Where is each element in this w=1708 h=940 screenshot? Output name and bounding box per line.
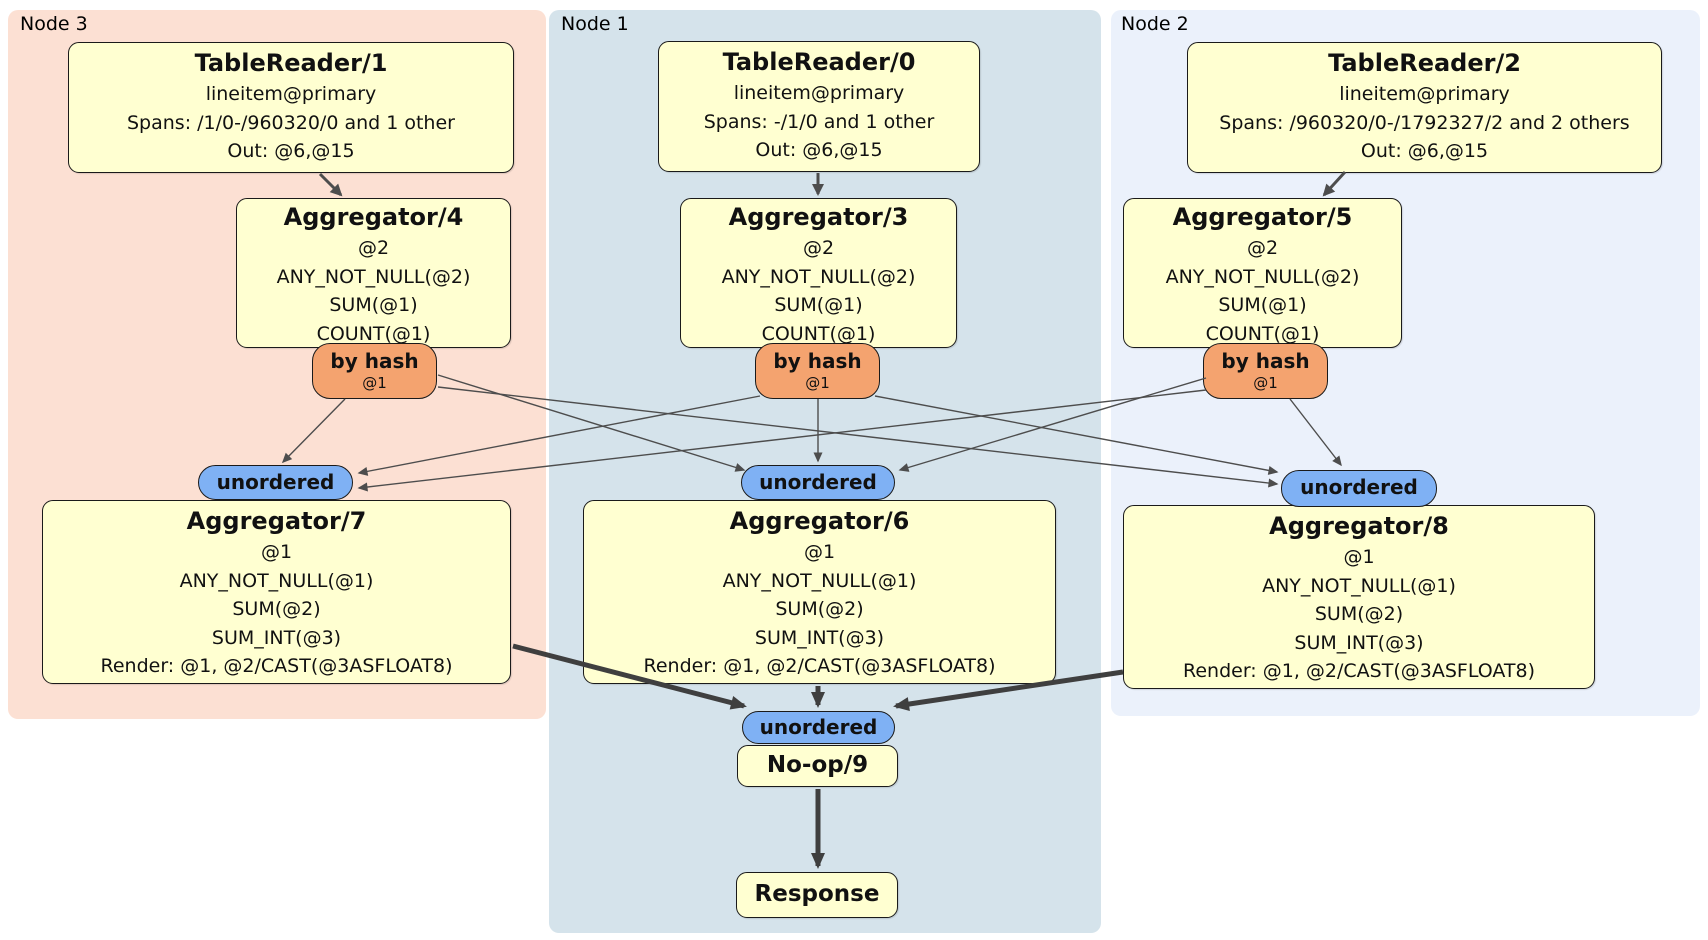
processor-title: Response bbox=[754, 881, 880, 907]
processor-tablereader-0: TableReader/0 lineitem@primary Spans: -/… bbox=[658, 41, 980, 172]
region-label-node-1: Node 1 bbox=[561, 13, 629, 35]
processor-line: COUNT(@1) bbox=[761, 322, 876, 345]
router-column: @1 bbox=[1253, 374, 1278, 392]
processor-title: Aggregator/3 bbox=[728, 203, 909, 231]
region-label-node-2: Node 2 bbox=[1121, 13, 1189, 35]
processor-line: SUM(@1) bbox=[774, 294, 863, 316]
processor-aggregator-6: Aggregator/6 @1 ANY_NOT_NULL(@1) SUM(@2)… bbox=[583, 500, 1056, 684]
processor-tablereader-2: TableReader/2 lineitem@primary Spans: /9… bbox=[1187, 42, 1662, 173]
region-label-node-3: Node 3 bbox=[20, 13, 88, 35]
processor-line: COUNT(@1) bbox=[316, 322, 431, 345]
processor-title: No-op/9 bbox=[766, 752, 869, 778]
processor-title: Aggregator/6 bbox=[729, 507, 910, 535]
router-by-hash-node-1: by hash @1 bbox=[755, 343, 880, 399]
processor-noop: No-op/9 bbox=[737, 745, 898, 787]
processor-line: lineitem@primary bbox=[205, 83, 377, 105]
processor-line: COUNT(@1) bbox=[1205, 322, 1320, 345]
processor-line: Render: @1, @2/CAST(@3ASFLOAT8) bbox=[100, 655, 453, 677]
router-by-hash-node-2: by hash @1 bbox=[1203, 343, 1328, 399]
processor-line: ANY_NOT_NULL(@1) bbox=[179, 569, 374, 592]
processor-aggregator-7: Aggregator/7 @1 ANY_NOT_NULL(@1) SUM(@2)… bbox=[42, 500, 511, 684]
processor-aggregator-8: Aggregator/8 @1 ANY_NOT_NULL(@1) SUM(@2)… bbox=[1123, 505, 1595, 689]
sync-label: unordered bbox=[1300, 475, 1418, 499]
processor-line: SUM_INT(@3) bbox=[754, 626, 885, 649]
processor-line: ANY_NOT_NULL(@2) bbox=[721, 265, 916, 288]
processor-line: SUM_INT(@3) bbox=[211, 626, 342, 649]
processor-line: SUM(@2) bbox=[1314, 603, 1404, 625]
router-column: @1 bbox=[805, 374, 830, 392]
sync-unordered-node-3: unordered bbox=[198, 465, 353, 500]
processor-line: @1 bbox=[803, 541, 836, 563]
processor-line: SUM(@1) bbox=[329, 294, 418, 316]
processor-line: ANY_NOT_NULL(@1) bbox=[1262, 574, 1456, 597]
processor-title: Aggregator/8 bbox=[1269, 512, 1449, 540]
processor-line: ANY_NOT_NULL(@1) bbox=[722, 569, 917, 592]
processor-line: lineitem@primary bbox=[1339, 83, 1510, 105]
sync-label: unordered bbox=[759, 470, 877, 494]
sync-label: unordered bbox=[216, 470, 335, 494]
processor-line: Spans: /1/0-/960320/0 and 1 other bbox=[127, 111, 455, 134]
processor-line: @1 bbox=[260, 541, 293, 563]
processor-tablereader-1: TableReader/1 lineitem@primary Spans: /1… bbox=[68, 42, 514, 173]
router-by-hash-node-3: by hash @1 bbox=[312, 343, 437, 399]
processor-line: Out: @6,@15 bbox=[755, 139, 883, 161]
sync-unordered-node-2: unordered bbox=[1281, 470, 1437, 507]
processor-line: SUM(@1) bbox=[1218, 294, 1307, 316]
sync-unordered-final: unordered bbox=[742, 711, 895, 744]
processor-line: Out: @6,@15 bbox=[1360, 140, 1489, 162]
router-label: by hash bbox=[1221, 349, 1310, 373]
processor-line: SUM(@2) bbox=[232, 598, 321, 620]
processor-line: Spans: /960320/0-/1792327/2 and 2 others bbox=[1219, 111, 1630, 134]
processor-title: TableReader/0 bbox=[722, 48, 916, 76]
processor-line: @2 bbox=[802, 237, 835, 259]
router-label: by hash bbox=[330, 349, 419, 373]
processor-title: TableReader/2 bbox=[1328, 49, 1521, 77]
processor-line: Out: @6,@15 bbox=[227, 140, 355, 162]
processor-title: Aggregator/7 bbox=[186, 507, 367, 535]
processor-line: Render: @1, @2/CAST(@3ASFLOAT8) bbox=[643, 655, 996, 677]
router-column: @1 bbox=[362, 374, 387, 392]
processor-line: @2 bbox=[357, 237, 390, 259]
processor-title: Aggregator/4 bbox=[283, 203, 464, 231]
processor-line: SUM(@2) bbox=[775, 598, 864, 620]
processor-title: TableReader/1 bbox=[194, 49, 388, 77]
sync-label: unordered bbox=[759, 715, 878, 739]
processor-line: Render: @1, @2/CAST(@3ASFLOAT8) bbox=[1183, 660, 1535, 682]
processor-line: lineitem@primary bbox=[733, 82, 905, 104]
sync-unordered-node-1: unordered bbox=[741, 465, 895, 500]
router-label: by hash bbox=[773, 349, 862, 373]
processor-aggregator-5: Aggregator/5 @2 ANY_NOT_NULL(@2) SUM(@1)… bbox=[1123, 198, 1402, 348]
processor-title: Aggregator/5 bbox=[1172, 203, 1353, 231]
processor-line: @1 bbox=[1343, 546, 1375, 568]
processor-line: @2 bbox=[1246, 237, 1279, 259]
processor-aggregator-4: Aggregator/4 @2 ANY_NOT_NULL(@2) SUM(@1)… bbox=[236, 198, 511, 348]
processor-line: ANY_NOT_NULL(@2) bbox=[276, 265, 471, 288]
processor-aggregator-3: Aggregator/3 @2 ANY_NOT_NULL(@2) SUM(@1)… bbox=[680, 198, 957, 348]
processor-response: Response bbox=[736, 872, 898, 918]
processor-line: SUM_INT(@3) bbox=[1294, 631, 1424, 654]
processor-line: Spans: -/1/0 and 1 other bbox=[703, 110, 935, 133]
processor-line: ANY_NOT_NULL(@2) bbox=[1165, 265, 1360, 288]
